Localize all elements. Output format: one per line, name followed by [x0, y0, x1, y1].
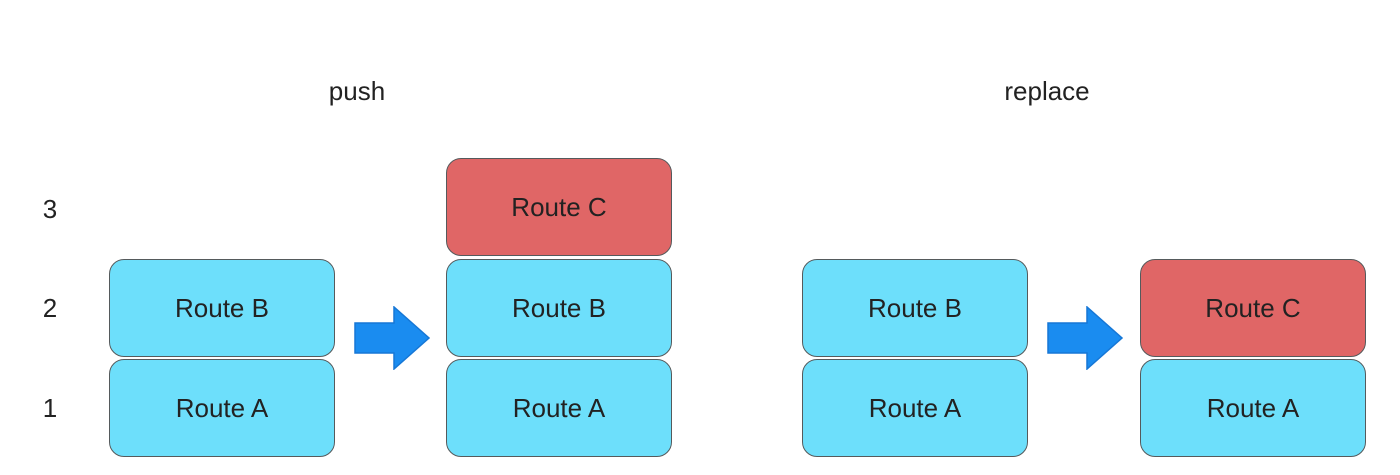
push-after-route-c: Route C — [446, 158, 672, 256]
push-after-route-a: Route A — [446, 359, 672, 457]
replace-before-route-a: Route A — [802, 359, 1028, 457]
push-arrow-icon — [354, 306, 430, 370]
level-label-2: 2 — [42, 293, 58, 323]
push-after-route-b: Route B — [446, 259, 672, 357]
replace-after-route-c: Route C — [1140, 259, 1366, 357]
replace-before-route-b: Route B — [802, 259, 1028, 357]
level-label-3: 3 — [42, 194, 58, 224]
push-title: push — [328, 76, 386, 106]
push-before-route-a: Route A — [109, 359, 335, 457]
replace-arrow-icon — [1047, 306, 1123, 370]
level-label-1: 1 — [42, 393, 58, 423]
replace-after-route-a: Route A — [1140, 359, 1366, 457]
push-before-route-b: Route B — [109, 259, 335, 357]
replace-title: replace — [1004, 76, 1090, 106]
